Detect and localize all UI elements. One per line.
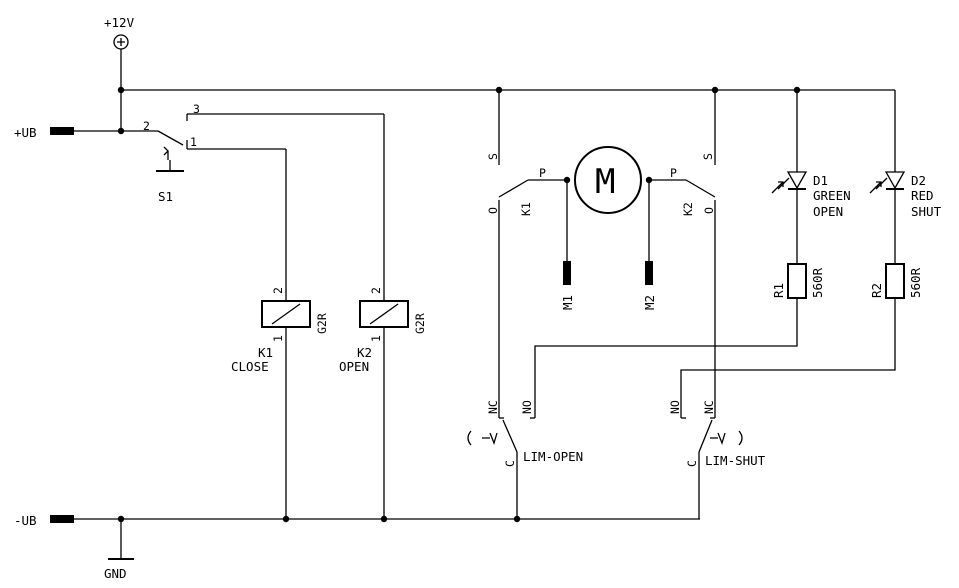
motor-terminal-m1 (563, 261, 571, 285)
k1-name: K1 (258, 345, 273, 360)
d2-name: D2 (911, 173, 926, 188)
k1-contact-lever-icon (498, 179, 529, 198)
limit-switch-shut: NO NC C LIM-SHUT (668, 400, 766, 519)
s1-pin-common: 2 (143, 119, 150, 133)
k2-contact-s: S (701, 153, 715, 160)
r2-value: 560R (908, 267, 923, 298)
relay-k2-coil: 2 1 G2R K2 OPEN (339, 114, 427, 519)
motor-symbol: M (595, 162, 615, 202)
d1-line2: OPEN (813, 204, 843, 219)
k2-contact-name: K2 (681, 202, 695, 216)
r1-name: R1 (771, 283, 786, 298)
k1-contact-name: K1 (519, 202, 533, 216)
ground-label: GND (104, 566, 127, 581)
lim-open-nc: NC (486, 400, 500, 414)
k2-coil-pin-bottom: 1 (369, 335, 383, 342)
positive-rail-label: +UB (14, 125, 37, 140)
r1-value: 560R (810, 267, 825, 298)
lim-open-c: C (503, 460, 517, 467)
s1-pin-1: 1 (190, 135, 197, 149)
lim-open-no: NO (520, 400, 534, 414)
k1-coil-pin-bottom: 1 (271, 335, 285, 342)
lim-shut-lever-icon (698, 419, 713, 453)
positive-rail: +UB (14, 90, 158, 140)
positive-rail-terminal (50, 127, 74, 135)
motor-icon (574, 146, 642, 214)
led-d2: D2 RED SHUT (869, 90, 942, 264)
k1-contact: S P O K1 (486, 90, 567, 418)
limit-switch-open: NC NO C LIM-OPEN (467, 400, 583, 519)
motor-terminal-2-label: M2 (642, 295, 657, 310)
supply-plus-12v: +12V (104, 15, 135, 90)
ground: GND (104, 519, 134, 581)
negative-rail-terminal (50, 515, 74, 523)
negative-rail: -UB (14, 513, 700, 528)
lim-shut-nc: NC (702, 400, 716, 414)
motor-terminal-1-label: M1 (560, 295, 575, 310)
k1-function: CLOSE (231, 359, 269, 374)
s1-lever-icon (157, 130, 184, 146)
r1-icon (787, 263, 807, 299)
k1-coil-type: G2R (315, 313, 329, 334)
motor-terminal-m2 (645, 261, 653, 285)
d1-name: D1 (813, 173, 828, 188)
k2-coil-pin-top: 2 (369, 287, 383, 294)
s1-pin-3: 3 (193, 102, 200, 116)
r2-icon (885, 263, 905, 299)
led-d1: D1 GREEN OPEN (771, 90, 851, 264)
k1-contact-s: S (486, 153, 500, 160)
k1-coil-pin-top: 2 (271, 287, 285, 294)
switch-s1: 2 3 1 S1 (143, 102, 384, 204)
k2-function: OPEN (339, 359, 369, 374)
top-rail (117, 86, 895, 94)
lim-shut-c: C (685, 460, 699, 467)
k2-coil-type: G2R (413, 313, 427, 334)
lim-open-name: LIM-OPEN (523, 449, 583, 464)
d2-line1: RED (911, 188, 934, 203)
k2-contact-lever-icon (685, 179, 716, 198)
resistor-r1: R1 560R (534, 263, 825, 418)
r2-name: R2 (869, 283, 884, 298)
lim-shut-no: NO (668, 400, 682, 414)
relay-k1-coil: 2 1 G2R K1 CLOSE (231, 149, 329, 519)
resistor-r2: R2 560R (680, 263, 923, 418)
d2-line2: SHUT (911, 204, 942, 219)
s1-name: S1 (158, 189, 173, 204)
lim-open-lever-icon (502, 419, 518, 453)
d1-line1: GREEN (813, 188, 851, 203)
led-d2-icon (884, 171, 906, 190)
motor: M M1 M2 (560, 146, 686, 310)
led-d1-icon (786, 171, 808, 190)
negative-rail-label: -UB (14, 513, 37, 528)
k2-name: K2 (357, 345, 372, 360)
k2-contact-p: P (670, 166, 677, 180)
k1-contact-o: O (486, 207, 500, 214)
k1-contact-p: P (539, 166, 546, 180)
supply-label: +12V (104, 15, 135, 30)
k2-contact-o: O (702, 207, 716, 214)
k2-contact: S P K2 O (670, 90, 716, 418)
lim-shut-name: LIM-SHUT (705, 453, 766, 468)
